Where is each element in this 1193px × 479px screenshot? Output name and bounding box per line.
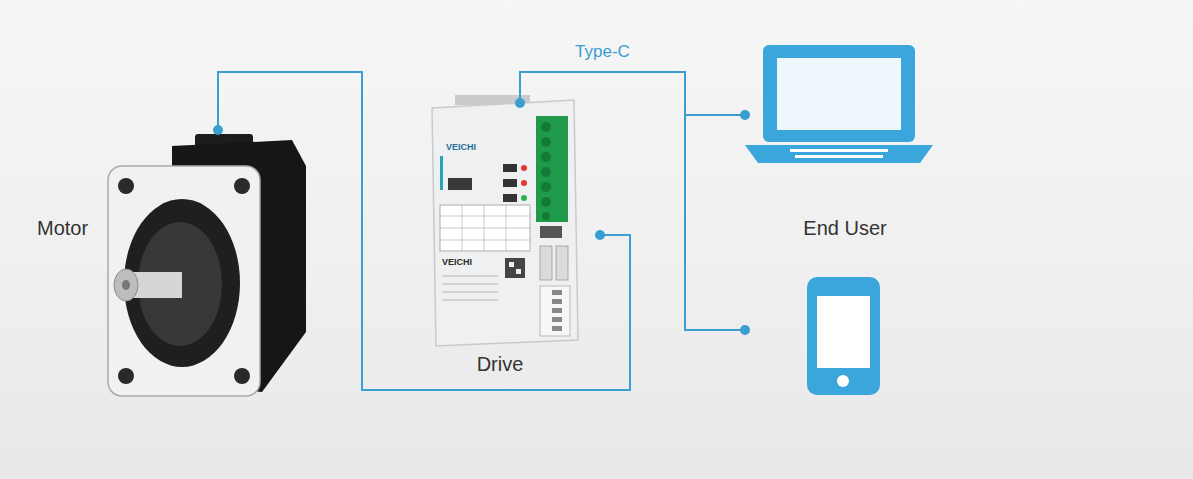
phone-icon	[807, 277, 880, 395]
node-label: End User	[745, 216, 945, 240]
type-c-branch	[685, 110, 750, 120]
connector-dot	[213, 125, 223, 135]
node-label: Motor	[37, 216, 88, 240]
connector-dot	[515, 98, 525, 108]
connector-dot	[595, 230, 605, 240]
edge-label: Type-C	[572, 42, 633, 62]
connector-dot	[740, 325, 750, 335]
node-label: Drive	[425, 352, 575, 376]
brand-logo-text: VEICHI	[446, 142, 476, 152]
motor-node: Motor	[30, 130, 310, 400]
brand-logo-text: VEICHI	[442, 257, 472, 267]
drive-illustration	[432, 95, 578, 346]
motor-illustration	[108, 134, 306, 396]
end-user-node: End User	[745, 40, 953, 410]
cable-connector	[520, 72, 745, 330]
laptop-icon	[745, 45, 933, 163]
cable-connector	[218, 72, 630, 390]
